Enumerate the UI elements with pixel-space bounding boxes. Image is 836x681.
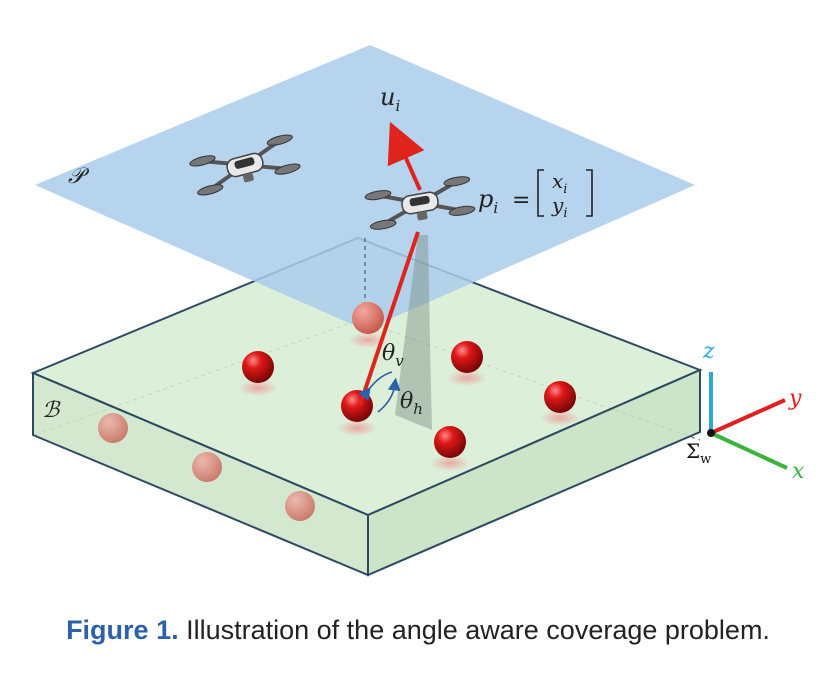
label-box-b: ℬ: [42, 398, 61, 423]
sphere-marker: [242, 351, 274, 383]
svg-text:xi: xi: [552, 169, 567, 197]
label-axis-x: x: [792, 459, 805, 484]
label-axis-z: z: [702, 339, 715, 364]
sphere-marker: [341, 390, 373, 422]
coverage-diagram: 𝒫 ℬ ui pi = xi yi θv θh z y x Σw: [30, 45, 805, 577]
label-u: ui: [380, 83, 400, 115]
figure-caption: Figure 1. Illustration of the angle awar…: [0, 615, 836, 646]
view-vector: [358, 231, 420, 406]
sphere-marker: [192, 452, 222, 482]
occluded-spheres: [98, 413, 315, 521]
angle-arc: [358, 371, 393, 401]
sphere-marker: [352, 302, 384, 334]
world-axes: [707, 372, 788, 470]
svg-text:yi: yi: [551, 193, 567, 221]
label-axis-y: y: [788, 386, 802, 411]
sphere-marker: [451, 341, 483, 373]
plane-p: [35, 45, 695, 330]
sphere-marker: [544, 381, 576, 413]
sphere-marker: [285, 491, 315, 521]
svg-text:=: =: [512, 188, 530, 213]
sphere-marker: [98, 413, 128, 443]
label-theta-h: θh: [400, 389, 423, 418]
label-world-frame: Σw: [686, 439, 711, 467]
angle-arc: [377, 377, 401, 413]
control-arrow: [387, 121, 425, 191]
projection-wedge: [395, 235, 432, 430]
sphere-marker: [434, 426, 466, 458]
label-theta-v: θv: [382, 341, 404, 370]
caption-text: Illustration of the angle aware coverage…: [178, 615, 770, 645]
figure-label: Figure 1.: [66, 615, 179, 645]
svg-text:pi: pi: [478, 185, 498, 217]
label-position: pi = xi yi: [478, 169, 593, 221]
target-spheres: [238, 302, 580, 471]
